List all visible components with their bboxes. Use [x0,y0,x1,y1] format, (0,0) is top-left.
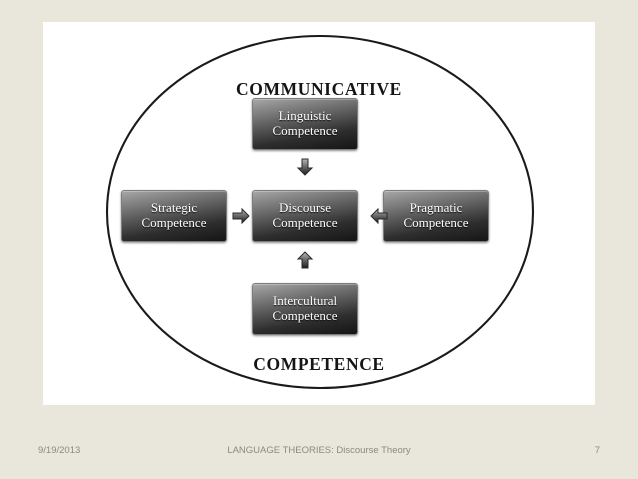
slide-footer: 9/19/2013 LANGUAGE THEORIES: Discourse T… [0,441,638,463]
arrow-down-icon [296,158,314,176]
box-intercultural-line1: Intercultural [272,293,338,309]
box-intercultural-line2: Competence [272,308,338,323]
arrow-left-icon [370,207,388,225]
footer-date: 9/19/2013 [38,445,81,456]
diagram-heading-communicative: COMMUNICATIVE [236,79,402,99]
box-intercultural-competence[interactable]: Intercultural Competence [252,283,358,335]
diagram-heading-competence: COMPETENCE [253,354,385,374]
box-pragmatic-line1: Pragmatic [409,200,463,216]
box-linguistic-competence[interactable]: Linguistic Competence [252,98,358,150]
box-discourse-line2: Competence [272,215,338,230]
footer-page-number: 7 [594,445,600,456]
arrow-up-icon [296,251,314,269]
box-pragmatic-competence[interactable]: Pragmatic Competence [383,190,489,242]
arrow-right-icon [232,207,250,225]
box-strategic-line2: Competence [141,215,207,230]
footer-title: LANGUAGE THEORIES: Discourse Theory [227,445,411,456]
box-discourse-competence[interactable]: Discourse Competence [252,190,358,242]
box-linguistic-line2: Competence [272,123,338,138]
box-pragmatic-line2: Competence [403,215,469,230]
box-strategic-competence[interactable]: Strategic Competence [121,190,227,242]
box-discourse-line1: Discourse [279,200,331,216]
box-strategic-line1: Strategic [150,200,198,216]
box-linguistic-line1: Linguistic [278,108,332,124]
slide-canvas: COMMUNICATIVE COMPETENCE Linguistic Comp… [43,22,595,405]
